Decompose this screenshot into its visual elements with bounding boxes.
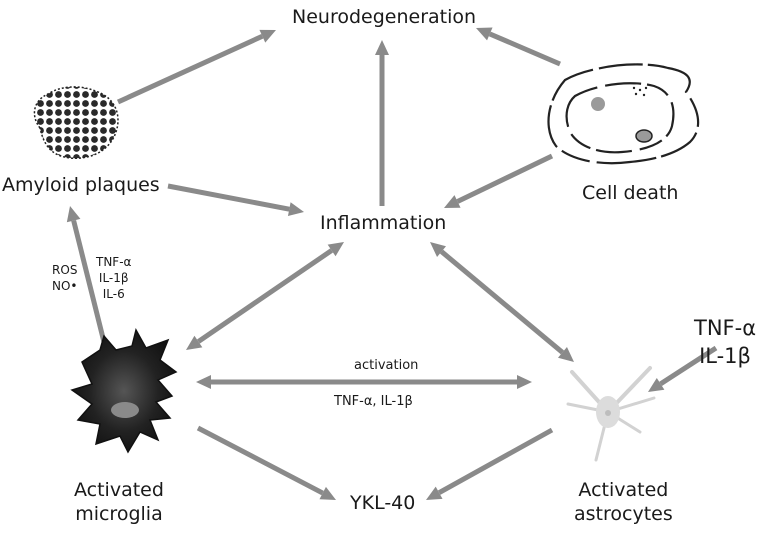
- label-tnf-alpha-1: TNF-α: [96, 255, 132, 269]
- astrocyte-icon: [566, 366, 656, 462]
- arrow-microglia-inflammation-head: [327, 242, 344, 257]
- arrow-cytokines-to-astrocytes-head: [648, 377, 665, 392]
- arrow-microglia-inflammation-tail-head: [186, 335, 203, 350]
- label-external-cytokines: TNF-α IL-1β: [694, 314, 756, 370]
- label-il6: IL-6: [102, 287, 125, 301]
- arrow-plaques-to-inflammation: [167, 183, 290, 212]
- label-activated-astrocytes: Activated astrocytes: [574, 478, 673, 526]
- label-activated-microglia-line1: Activated: [74, 479, 164, 501]
- arrow-plaques-to-neurodegeneration: [116, 33, 264, 105]
- label-activated-microglia-line2: microglia: [75, 503, 163, 525]
- label-tnf-alpha-ext: TNF-α: [694, 316, 757, 340]
- label-ros: ROS: [52, 263, 78, 277]
- arrow-plaques-to-neurodegeneration-head: [259, 29, 276, 43]
- arrow-microglia-to-ykl40: [196, 425, 324, 496]
- arrow-microglia-astrocytes-tail-head: [196, 375, 211, 389]
- label-ykl40: YKL-40: [350, 492, 416, 514]
- arrow-inflammation-to-neurodegeneration-head: [375, 40, 389, 55]
- arrow-microglia-inflammation: [196, 248, 334, 344]
- arrow-microglia-astrocytes-head: [517, 375, 532, 389]
- microglia-icon: [70, 327, 178, 454]
- arrow-plaques-to-inflammation-head: [287, 202, 304, 217]
- arrow-celldeath-to-neurodegeneration-head: [476, 27, 493, 41]
- label-amyloid-plaques: Amyloid plaques: [2, 174, 160, 196]
- label-activated-astrocytes-line2: astrocytes: [574, 503, 673, 525]
- arrow-microglia-to-plaques: [71, 219, 109, 351]
- label-activation: activation: [354, 358, 419, 373]
- arrow-astrocytes-to-ykl40: [437, 427, 554, 495]
- plaque-icon: [33, 86, 119, 159]
- arrows-layer: [66, 27, 718, 500]
- label-activated-microglia: Activated microglia: [74, 478, 164, 526]
- arrow-microglia-to-plaques-head: [66, 206, 81, 223]
- arrow-celldeath-to-inflammation: [456, 153, 554, 204]
- label-il1-beta-1: IL-1β: [98, 271, 129, 285]
- arrow-celldeath-to-neurodegeneration: [488, 31, 561, 67]
- label-tnf-il1-between: TNF-α, IL-1β: [334, 394, 413, 409]
- label-cytokines-microglia: TNF-α IL-1β IL-6: [96, 254, 131, 302]
- arrow-inflammation-astrocytes-tail-head: [430, 242, 447, 257]
- label-no-radical: NO•: [52, 279, 78, 293]
- label-ros-no: ROS NO•: [52, 262, 78, 294]
- arrow-inflammation-astrocytes-head: [557, 347, 574, 362]
- label-cell-death: Cell death: [582, 182, 679, 204]
- label-inflammation: Inflammation: [320, 212, 447, 234]
- arrow-astrocytes-to-ykl40-head: [426, 486, 443, 500]
- label-activated-astrocytes-line1: Activated: [578, 479, 669, 501]
- arrow-celldeath-to-inflammation-head: [444, 195, 461, 208]
- arrow-inflammation-astrocytes: [439, 249, 565, 355]
- arrow-cytokines-to-astrocytes: [659, 345, 718, 386]
- arrow-microglia-to-ykl40-head: [319, 486, 336, 500]
- label-neurodegeneration: Neurodegeneration: [292, 6, 477, 28]
- dead-cell-icon: [547, 63, 700, 165]
- label-il1-beta-ext: IL-1β: [699, 344, 751, 368]
